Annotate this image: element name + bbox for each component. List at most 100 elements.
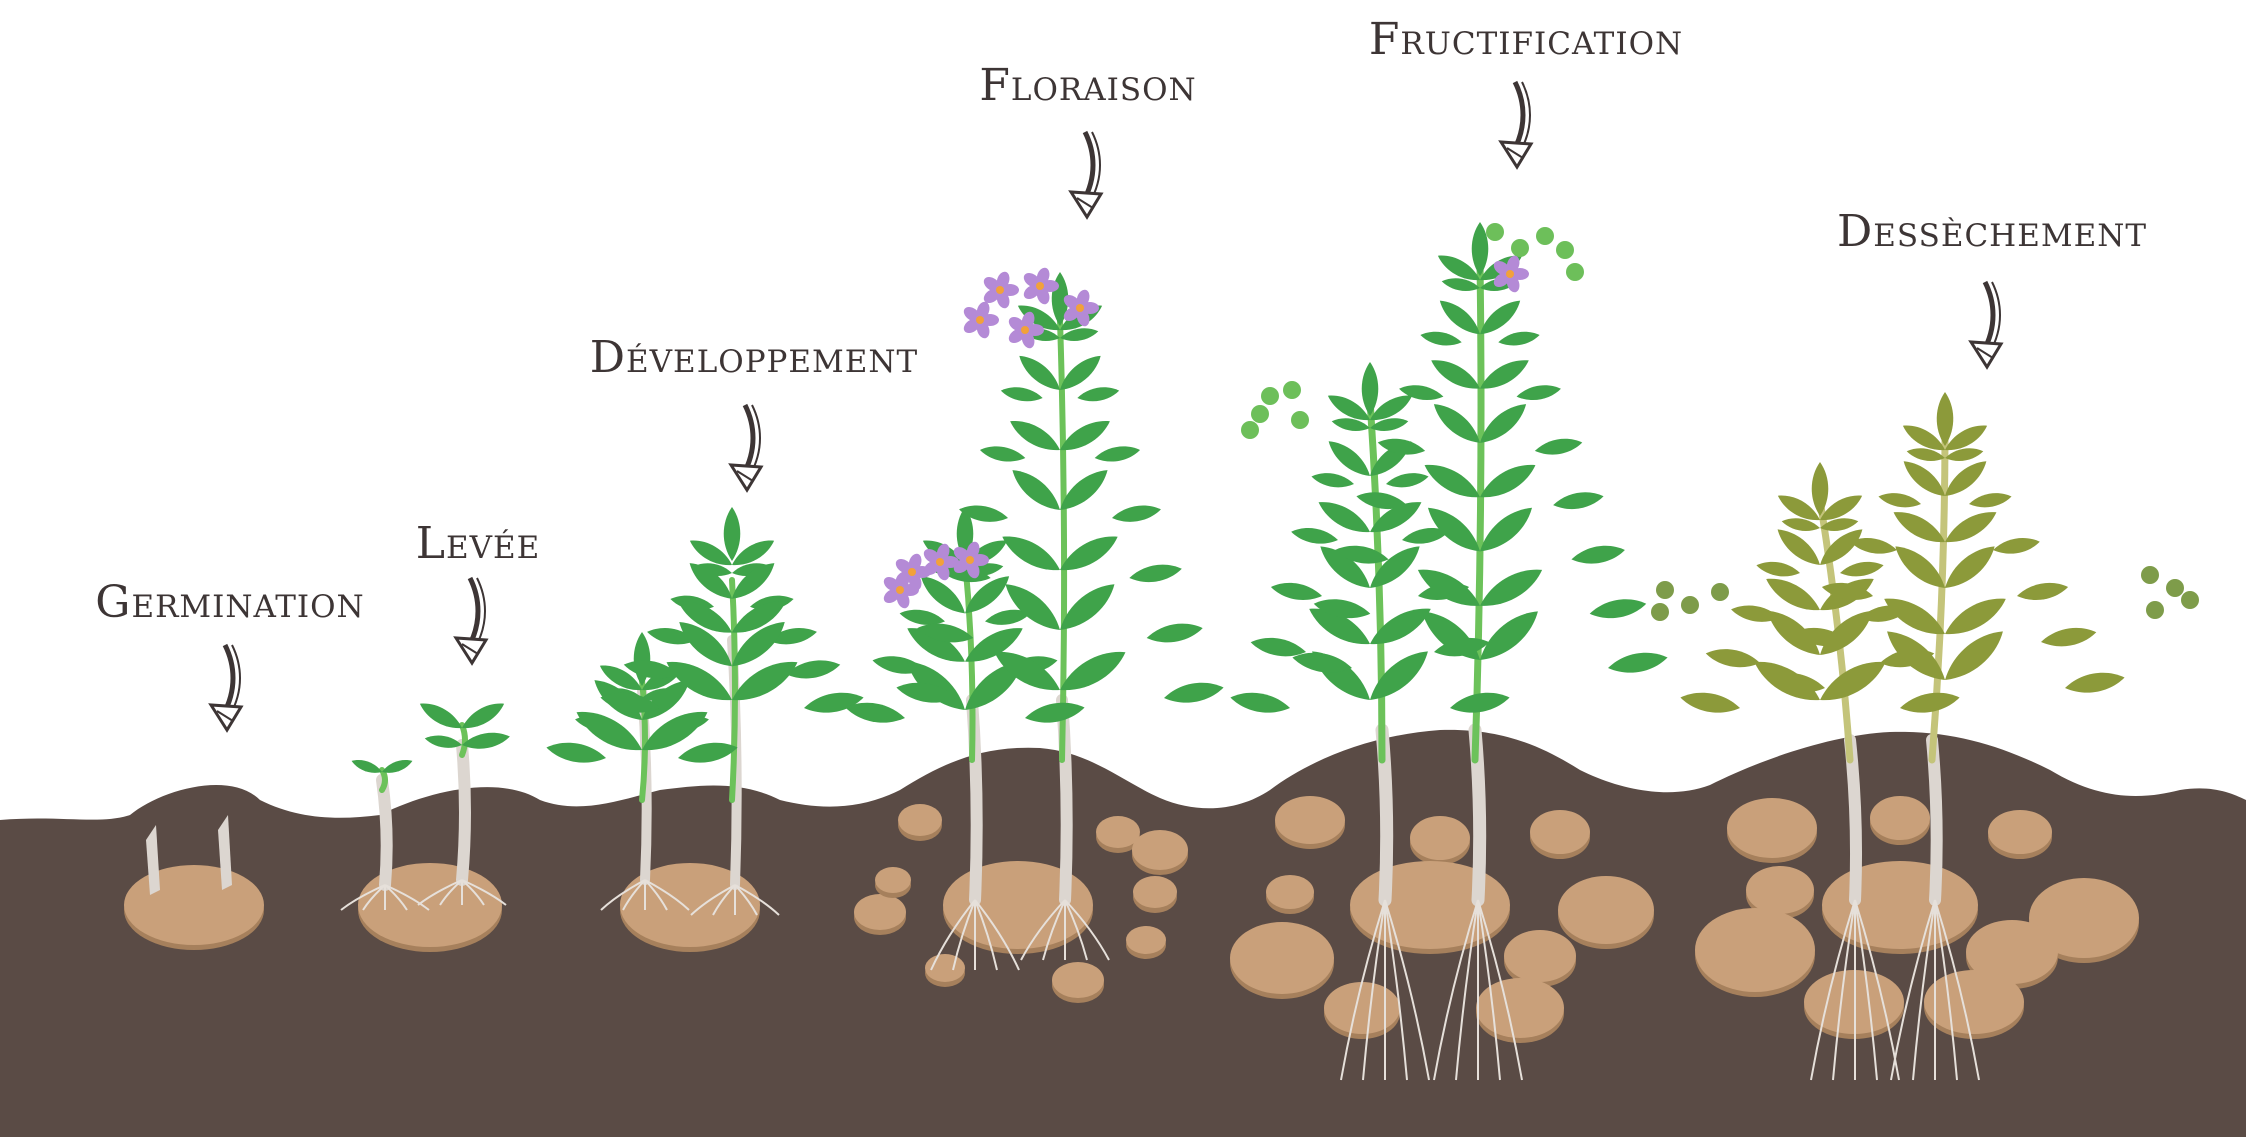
potato-tuber-icon (1230, 922, 1334, 994)
leaf-icon (416, 697, 466, 734)
stage-label-developpement: Développement (590, 332, 918, 383)
plant-stem (382, 780, 387, 885)
berry-icon (1556, 241, 1574, 259)
leaf-icon (1534, 435, 1584, 458)
curved-down-arrow-icon (456, 578, 486, 663)
potato-tuber-icon (1727, 798, 1817, 858)
flower-center (1506, 270, 1514, 278)
leaf-icon (1363, 643, 1436, 709)
potato-tuber-icon (1096, 816, 1140, 848)
berry-icon (1536, 227, 1554, 245)
potato-tuber-icon (1924, 970, 2024, 1034)
curved-down-arrow-icon (1071, 132, 1101, 217)
berry-icon (2181, 591, 2199, 609)
berry-icon (1681, 596, 1699, 614)
leaf-icon (1940, 504, 2001, 549)
flower-center (996, 286, 1004, 294)
plant-stem (1475, 260, 1481, 760)
leaf-icon (1419, 329, 1463, 349)
potato-tuber-icon (1870, 796, 1930, 840)
leaf-icon (350, 756, 384, 776)
potato-tuber-icon (1988, 810, 2052, 854)
potato-tuber-icon (854, 894, 906, 930)
leaf-icon (1475, 457, 1540, 506)
leaf-icon (2016, 579, 2070, 604)
curved-down-arrow-icon (731, 405, 761, 490)
leaf-icon (1000, 384, 1044, 404)
berry-icon (1566, 263, 1584, 281)
leaf-icon (1428, 397, 1486, 450)
leaf-icon (1937, 392, 1954, 446)
leaf-icon (724, 507, 741, 561)
potato-tuber-icon (358, 863, 502, 947)
leaf-icon (1310, 470, 1355, 491)
leaf-icon (1162, 678, 1225, 707)
berry-icon (2146, 601, 2164, 619)
leaf-icon (1606, 648, 1669, 677)
leaf-icon (1023, 698, 1086, 727)
leaf-icon (1006, 463, 1066, 517)
flower-center (966, 556, 974, 564)
stage-label-germination: Germination (95, 577, 364, 628)
curved-down-arrow-icon (1501, 82, 1531, 167)
berry-icon (1511, 239, 1529, 257)
potato-tuber-icon (124, 865, 264, 945)
potato-tuber-icon (1504, 930, 1576, 982)
berry-icon (1241, 421, 1259, 439)
leaf-icon (1761, 571, 1824, 619)
leaf-icon (1570, 542, 1626, 568)
leaf-icon (1939, 539, 2001, 596)
leaf-icon (1877, 490, 1922, 511)
berry-icon (1261, 387, 1279, 405)
berry-icon (1656, 581, 1674, 599)
potato-tuber-icon (898, 804, 942, 836)
leaf-icon (1111, 502, 1163, 526)
leaf-icon (1898, 688, 1961, 717)
leaf-icon (634, 632, 651, 686)
leaf-icon (1839, 559, 1885, 580)
potato-tuber-icon (875, 867, 911, 893)
leaf-icon (1385, 470, 1430, 491)
leaf-icon (1365, 600, 1437, 654)
berry-icon (1651, 603, 1669, 621)
leaf-icon (2040, 624, 2098, 651)
leaf-icon (1128, 561, 1183, 586)
potato-tuber-icon (1822, 861, 1978, 949)
potato-tuber-icon (1132, 830, 1188, 870)
stage-label-levee: Levée (416, 518, 541, 569)
stage-label-floraison: Floraison (979, 60, 1196, 111)
flower-center (936, 558, 944, 566)
leaf-icon (1679, 688, 1742, 717)
leaf-icon (1076, 384, 1120, 404)
leaf-icon (1968, 490, 2013, 511)
leaf-icon (1290, 525, 1339, 548)
leaf-icon (1473, 603, 1546, 669)
potato-tuber-icon (1275, 796, 1345, 844)
leaf-icon (1755, 559, 1801, 580)
potato-tuber-icon (1126, 926, 1166, 954)
leaf-icon (997, 528, 1065, 579)
leaf-icon (1475, 560, 1548, 615)
potato-tuber-icon (1324, 982, 1400, 1034)
leaf-icon (1427, 353, 1484, 396)
leaf-icon (545, 738, 608, 767)
leaf-icon (979, 443, 1027, 465)
leaf-icon (1588, 595, 1648, 622)
leaf-icon (1704, 645, 1761, 671)
berry-icon (1251, 405, 1269, 423)
leaf-icon (676, 738, 739, 767)
flower-center (896, 586, 904, 594)
leaf-icon (1093, 443, 1141, 465)
berry-icon (1291, 411, 1309, 429)
stages-layer (124, 222, 2199, 1080)
leaf-icon (2063, 668, 2126, 697)
plant-stem (1850, 740, 1856, 900)
curved-down-arrow-icon (211, 645, 241, 730)
leaf-icon (1270, 579, 1324, 604)
potato-tuber-icon (1530, 810, 1590, 854)
potato-tuber-icon (1266, 875, 1314, 909)
leaf-icon (1472, 222, 1489, 276)
leaf-icon (1814, 652, 1891, 710)
flower-center (1076, 304, 1084, 312)
leaf-icon (1552, 489, 1605, 513)
